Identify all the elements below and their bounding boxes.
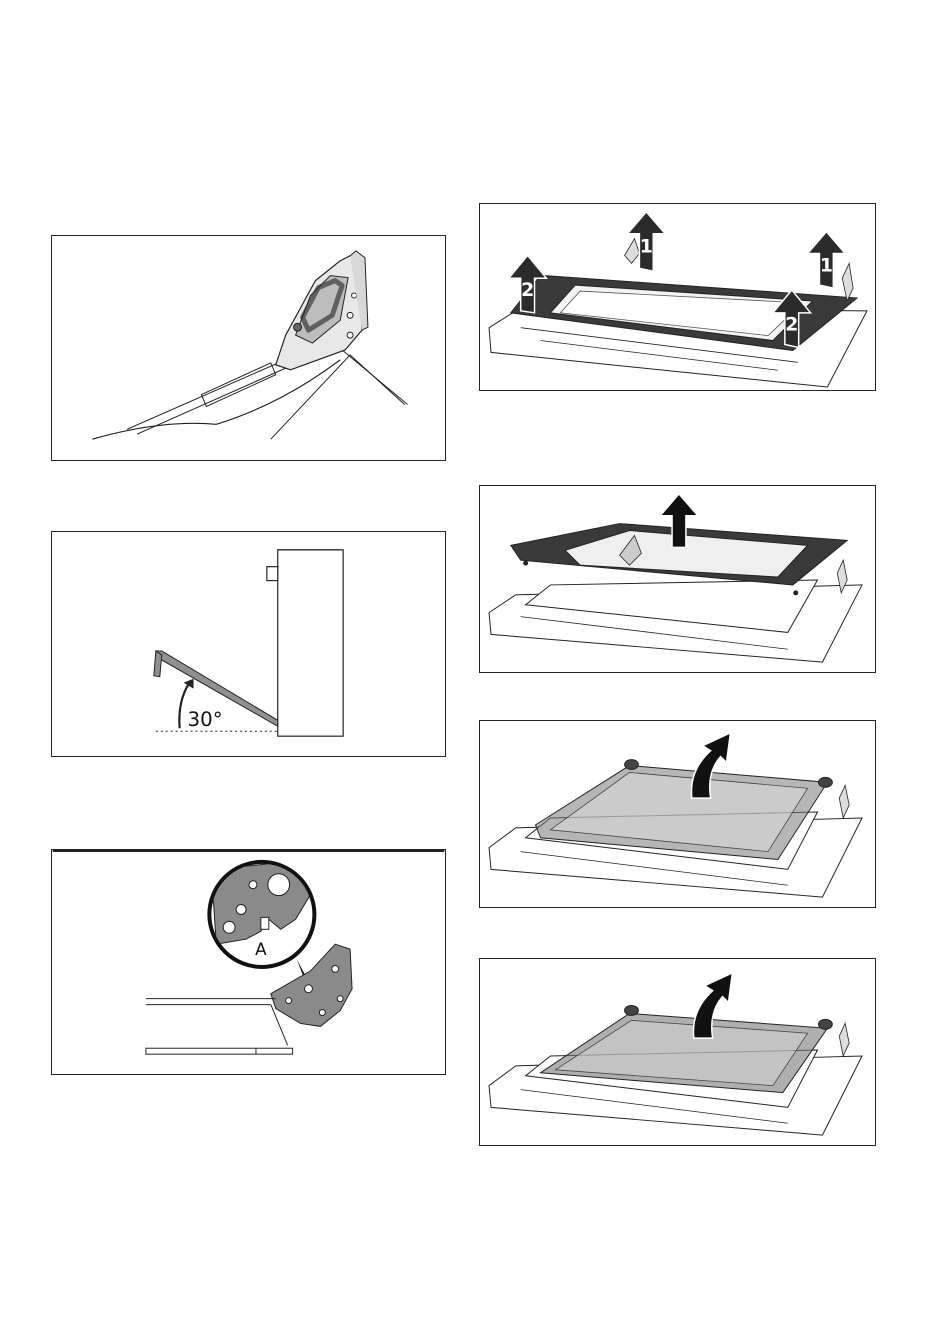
figure-hinge-detail: A <box>51 849 446 1075</box>
figure-remove-glass-pane <box>479 720 876 908</box>
second-pane-illustration <box>480 959 875 1145</box>
figure-remove-frame: 1 1 2 2 <box>479 203 876 391</box>
hinge-illustration <box>52 236 445 460</box>
angle-illustration: 30° <box>52 532 445 756</box>
arrow-up-icon: 1 <box>808 232 846 288</box>
glass-pane-illustration <box>480 721 875 907</box>
detail-illustration: A <box>52 850 445 1074</box>
step-number-one: 1 <box>640 236 653 257</box>
step-number-one: 1 <box>820 255 833 276</box>
figure-door-angle: 30° <box>51 531 446 757</box>
lift-illustration <box>480 486 875 672</box>
figure-remove-second-glass-pane <box>479 958 876 1146</box>
figure-hinge-closeup <box>51 235 446 461</box>
angle-label: 30° <box>188 708 223 731</box>
figure-lift-panel <box>479 485 876 673</box>
frame-illustration: 1 1 2 2 <box>480 204 875 390</box>
callout-label: A <box>255 939 267 959</box>
step-number-two: 2 <box>521 280 534 301</box>
step-number-two: 2 <box>785 315 798 336</box>
